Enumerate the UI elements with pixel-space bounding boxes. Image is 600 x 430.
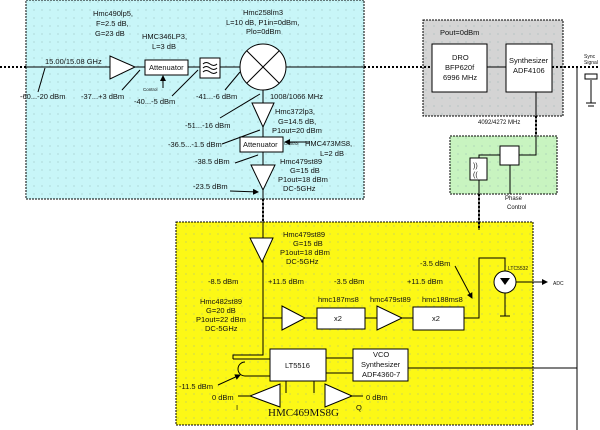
level-2: -3.5 dBm [334,277,364,286]
if-frequency: 1008/1066 MHz [270,92,323,101]
att1-out: -40...-5 dBm [134,97,175,106]
filter-icon: )) [473,163,478,170]
amp3-triangle [250,164,276,192]
synth-box [505,43,553,93]
amp2-part: Hmc372lp3, [275,107,315,116]
amp2-triangle [251,102,275,129]
mixer-spec: L=10 dB, P1in=0dBm, [226,18,299,27]
amp2-gain: G=14.5 dB, [278,117,316,126]
i-amp-triangle [248,383,281,408]
amp1-gain: G=23 dB [95,29,125,38]
amp1-part: Hmc490lp5, [93,9,133,18]
level-4: -3.5 dBm [420,259,450,268]
amp6-triangle [376,305,404,331]
input-frequency: 15.00/15.08 GHz [45,57,102,66]
att2-part: HMC473MS8, [305,139,352,148]
synth-label: Synthesizer [509,56,549,65]
amp5-p1: P1out=22 dBm [196,315,246,324]
amp4-part: Hmc479st89 [283,230,325,239]
mixer-out: -51...-16 dBm [185,121,230,130]
attenuator2-box [239,136,284,153]
phase-control-label2: Control [507,205,526,211]
multiplier2-part: hmc188ms8 [422,295,463,304]
detector-part: LTC5532 [508,266,528,272]
vco-box [352,348,409,382]
resistor-network [232,317,282,359]
filter-out: -41...-6 dBm [196,92,237,101]
amp1-out: -37...+3 dBm [81,92,124,101]
att1-part: HMC346LP3, [142,32,187,41]
amp2-p1: P1out=20 dBm [272,126,322,135]
amp6-part: hmc479st89 [370,295,411,304]
amp2-out: -36.5...-1.5 dBm [168,140,222,149]
level-1: +11.5 dBm [268,277,304,286]
amp5-part: Hmc482st89 [200,297,242,306]
sync-label2: Signal [584,60,598,66]
amp5-triangle [281,305,307,331]
multiplier1-part: hmc187ms8 [318,295,359,304]
adc-label: ADC [553,281,564,287]
lo-frequency: 4092/4272 MHz [478,120,520,126]
synth-part: ADF4106 [513,66,545,75]
vco-label: VCO [373,350,389,359]
att1-control: Control [143,87,158,92]
amp4-out: -8.5 dBm [208,277,238,286]
i-output-level: 0 dBm [212,393,234,402]
mixer-part: Hmc258lm3 [243,8,283,17]
phase-control-label: Phase [505,196,523,202]
amp5-gain: G=20 dB [206,306,236,315]
demodulator-part: LT5516 [285,361,310,370]
filter-icon: (( [473,172,478,179]
diode-icon [500,278,510,285]
dro-box [431,43,488,93]
att1-loss: L=3 dB [152,42,176,51]
sync-connector [584,73,598,80]
vco-part: ADF4360-7 [362,370,400,379]
attenuator2-label: Attenuator [243,140,278,149]
amp1-triangle [109,55,137,80]
q-amp-triangle [324,383,354,408]
q-output-level: 0 dBm [366,393,388,402]
q-label: Q [356,403,362,412]
amp4-gain: G=15 dB [293,239,323,248]
amp4-band: DC-5GHz [286,257,319,266]
amp4-triangle [249,237,274,264]
ground-icon [586,80,596,107]
sync-label: Sync [584,54,596,60]
demod-in: -11.5 dBm [179,382,213,391]
phase-shifter-box [499,145,520,166]
amp4-p1: P1out=18 dBm [280,248,330,257]
level-3: +11.5 dBm [407,277,443,286]
demodulator-box [269,348,327,382]
amp1-nf: F=2.5 dB, [96,19,129,28]
dro-part: BFP620f [445,63,475,72]
att2-control: Control [284,141,299,146]
attenuator1-label: Attenuator [149,63,184,72]
dro-freq: 6996 MHz [443,73,477,82]
phase-filter-box [469,157,488,181]
i-label: I [236,403,238,412]
baseband-amp-part: HMC469MS8G [268,407,339,419]
amp3-part: Hmc479st89 [280,157,322,166]
input-level: -60...-20 dBm [20,92,65,101]
amp3-gain: G=15 dB [290,166,320,175]
vco-synth: Synthesizer [361,360,401,369]
mixer-lo: Plo=0dBm [246,27,281,36]
multiplier2-label: x2 [432,314,440,323]
attenuator1-box [144,59,189,76]
amp3-band: DC-5GHz [283,184,316,193]
amp3-p1: P1out=18 dBm [278,175,328,184]
amp5-band: DC-5GHz [205,324,238,333]
att2-loss: L=2 dB [320,149,344,158]
amp3-out: -23.5 dBm [193,182,228,191]
multiplier1-label: x2 [334,314,342,323]
dro-label: DRO [452,53,469,62]
filter-icon [202,62,218,74]
lo-pout: Pout=0dBm [440,28,479,37]
att2-out: -38.5 dBm [195,157,230,166]
